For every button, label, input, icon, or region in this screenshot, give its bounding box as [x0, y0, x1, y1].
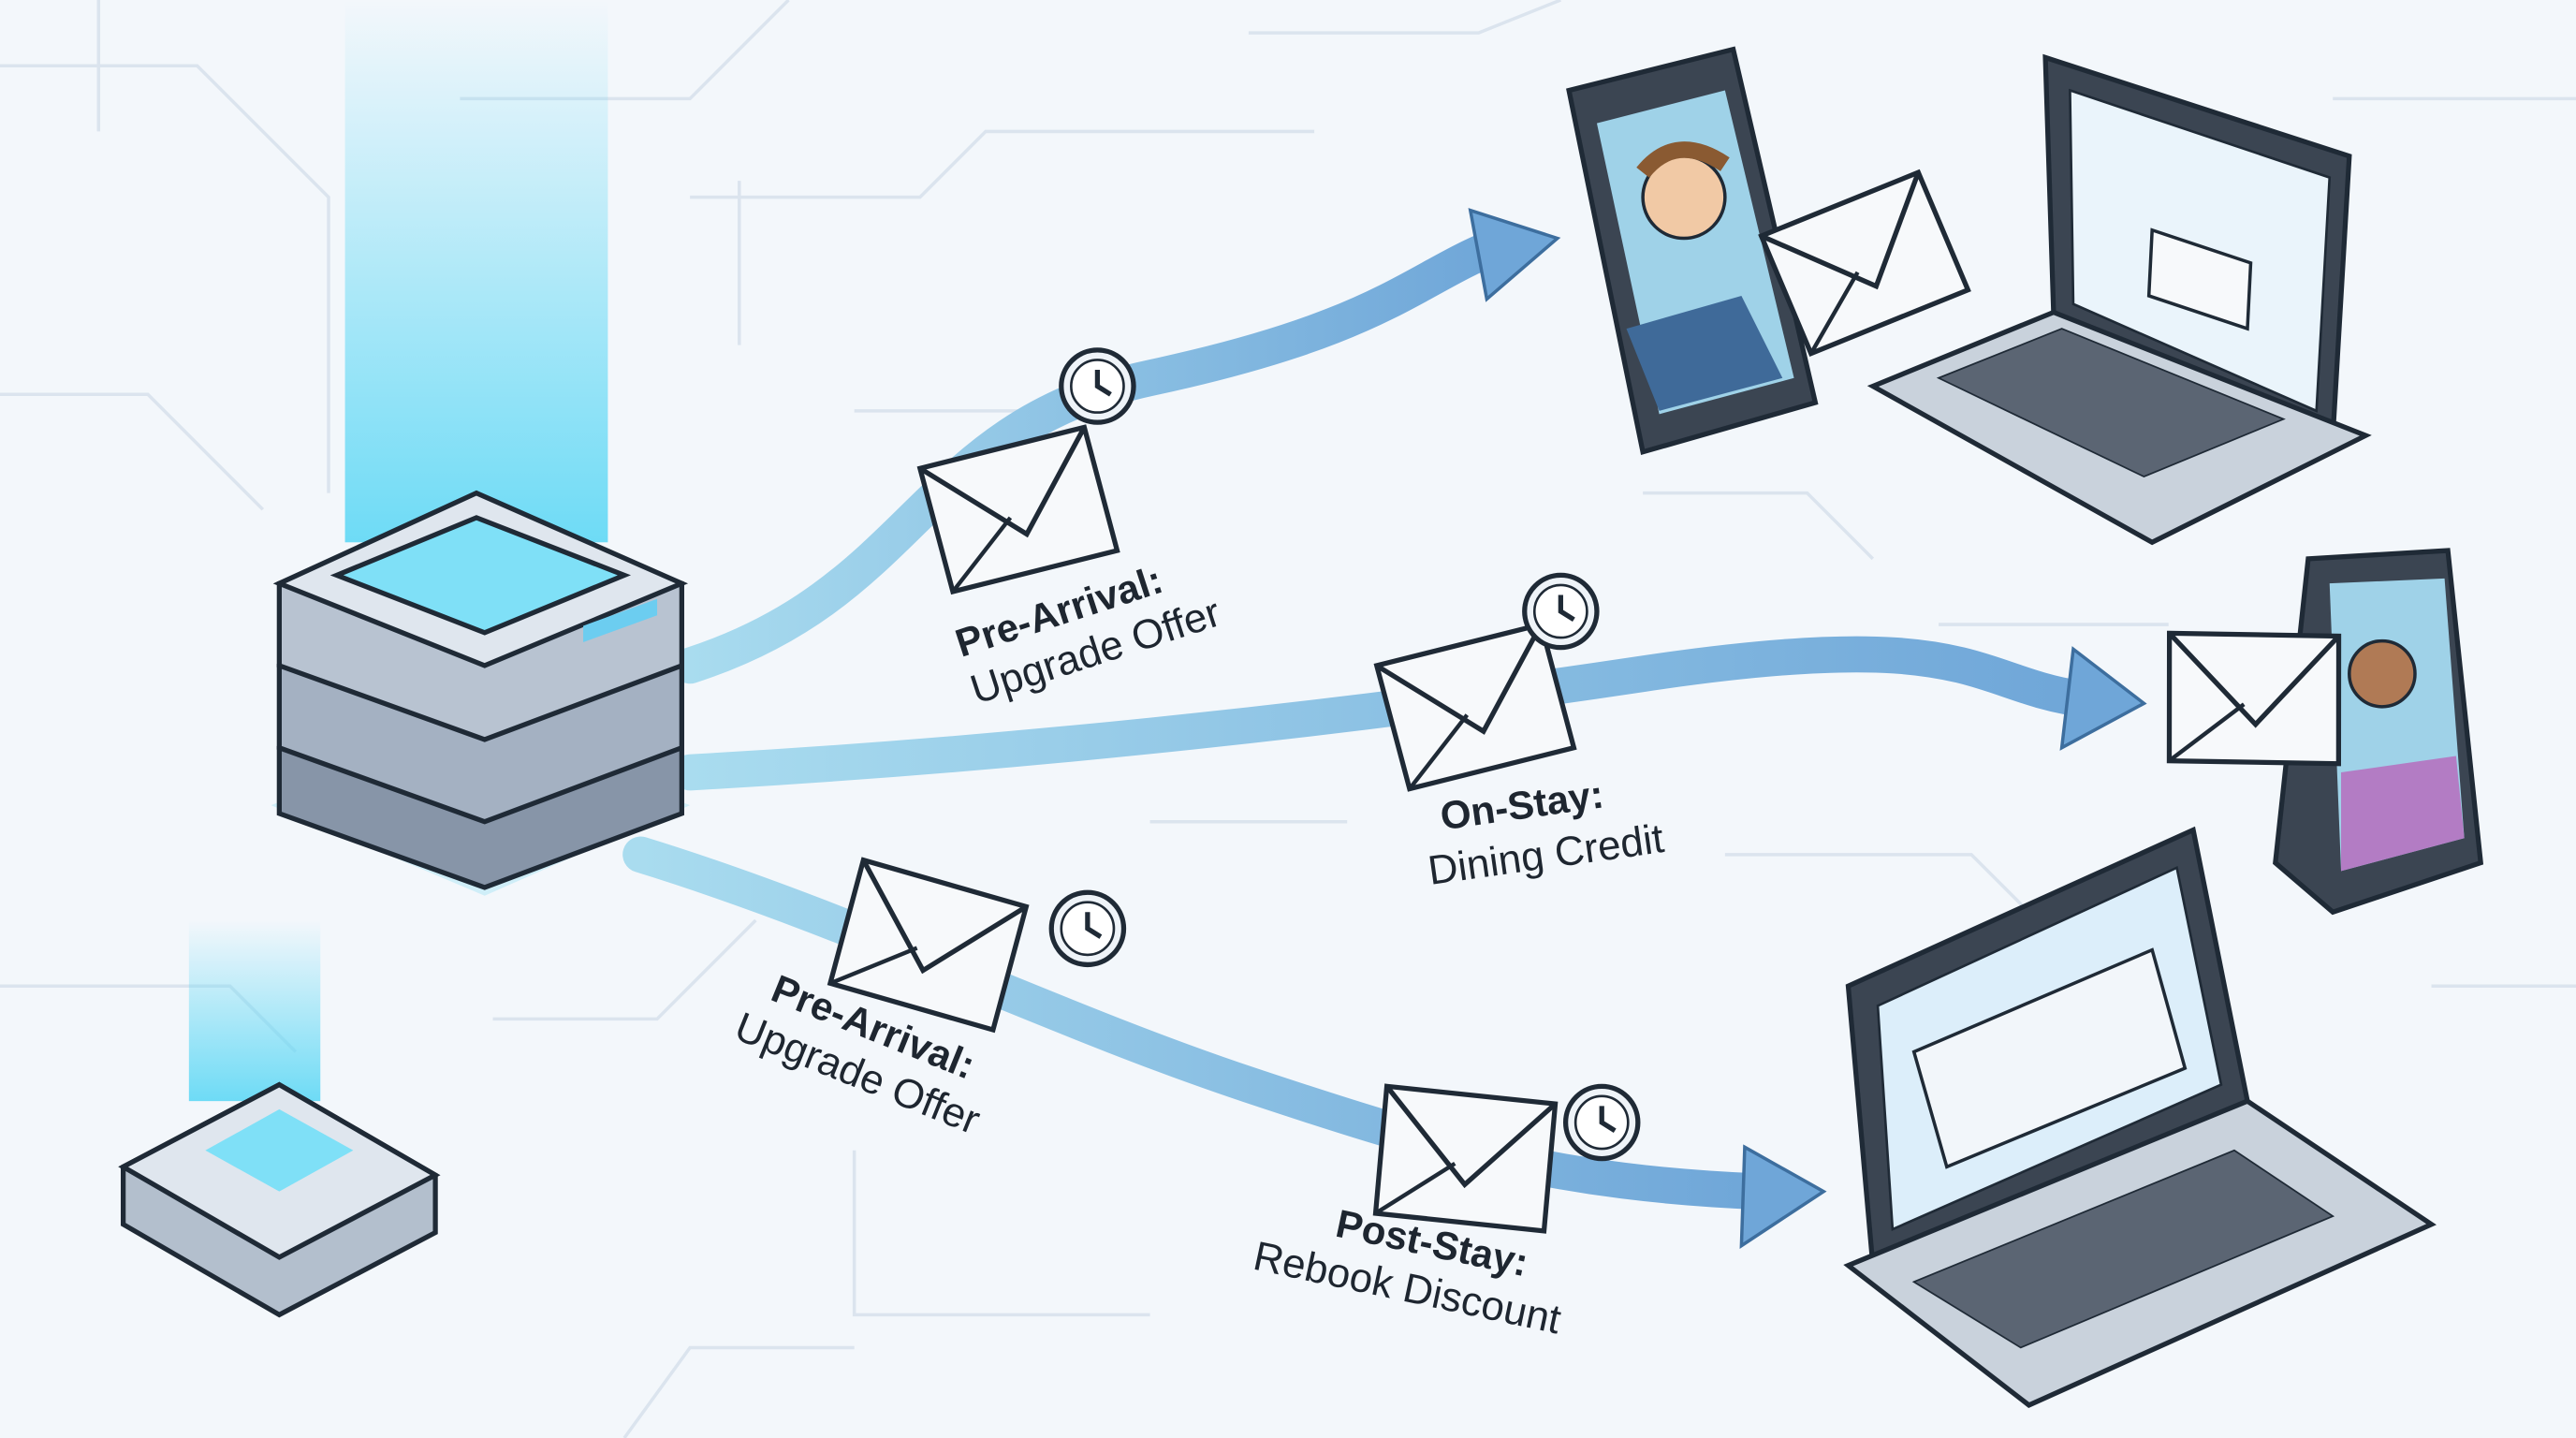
envelope-top [920, 427, 1118, 592]
server-stack-icon [271, 0, 691, 896]
clock-icon [1061, 350, 1134, 422]
clock-icon [1525, 575, 1597, 647]
laptop-icon [1843, 826, 2437, 1408]
arrow-bottom [622, 836, 1827, 1249]
clock-icon [1051, 892, 1123, 964]
envelope-middle [1377, 624, 1574, 789]
clock-icon [1566, 1086, 1638, 1158]
small-server-icon [118, 920, 441, 1318]
smartphone-icon [2273, 548, 2484, 916]
laptop-icon [1866, 53, 2372, 546]
arrow-icon [1739, 1144, 1827, 1249]
envelope-icon [920, 427, 1118, 592]
avatar [2348, 638, 2417, 709]
smartphone-icon [1566, 46, 1819, 456]
arrow-icon [1468, 208, 1561, 302]
envelope-icon [1377, 624, 1574, 789]
arrow-icon [2059, 646, 2147, 751]
